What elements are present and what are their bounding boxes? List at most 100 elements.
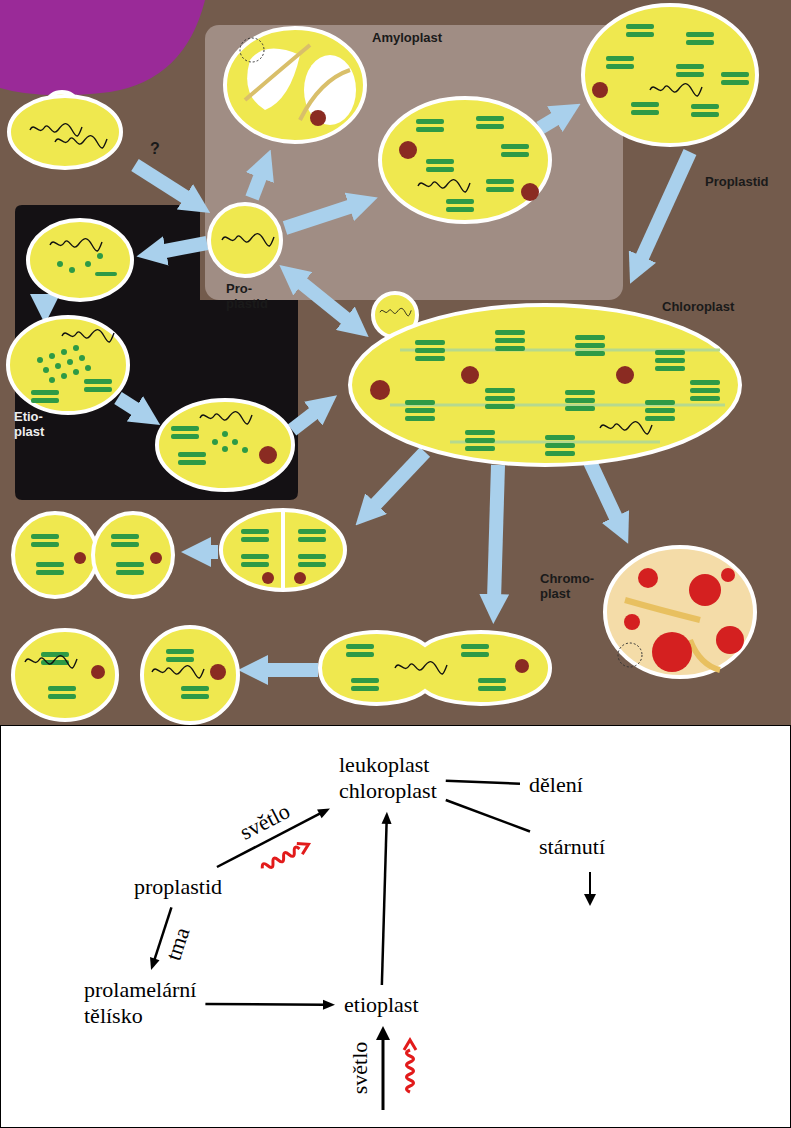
etioplast xyxy=(232,439,238,445)
dividing-plastid xyxy=(13,630,117,720)
proplastid xyxy=(209,204,281,276)
chromoplast xyxy=(618,643,642,667)
flow-arrow xyxy=(590,462,618,522)
etioplast xyxy=(97,253,103,259)
arrow-head xyxy=(323,1000,335,1010)
chromoplast xyxy=(716,626,744,654)
budding-plastid xyxy=(55,136,107,148)
chloroplast xyxy=(655,350,685,371)
developing-plastid xyxy=(418,180,470,192)
flow-arrow xyxy=(118,398,140,412)
etioplast xyxy=(242,447,248,453)
developing-plastid xyxy=(446,199,474,212)
chloroplast xyxy=(380,308,411,315)
developing-plastid xyxy=(380,98,550,222)
young-chloroplast xyxy=(592,82,608,98)
dividing-plastid xyxy=(31,534,59,547)
chloroplast xyxy=(370,380,390,400)
dividing-plastid xyxy=(150,552,162,564)
ageing-arrow xyxy=(584,872,596,906)
etioplast xyxy=(50,239,102,251)
dividing-plastid xyxy=(111,534,139,547)
etioplast xyxy=(28,220,132,300)
dividing-plastid xyxy=(281,512,285,588)
etioplast xyxy=(8,317,128,413)
young-chloroplast xyxy=(721,72,749,85)
dividing-plastid xyxy=(478,678,506,691)
young-chloroplast xyxy=(606,56,634,69)
plastid-term: prolamelární tělísko xyxy=(80,975,200,1032)
etioplast xyxy=(222,431,228,437)
chloroplast xyxy=(465,430,495,451)
etioplast xyxy=(85,261,91,267)
etioplast xyxy=(157,400,293,490)
etioplast xyxy=(85,365,91,371)
chloroplast xyxy=(390,350,725,442)
ageing-arrow xyxy=(589,872,591,896)
scheme-frame xyxy=(1,726,791,1128)
chloroplast xyxy=(405,400,435,421)
flow-arrow xyxy=(252,172,262,198)
young-chloroplast xyxy=(686,32,714,45)
plastid-term: etioplast xyxy=(340,990,423,1020)
chloroplast xyxy=(350,305,740,465)
chloroplast xyxy=(545,435,575,456)
term-text: prolamelární tělísko xyxy=(84,977,196,1030)
arrow-head xyxy=(317,808,330,818)
budding-plastid xyxy=(9,92,121,168)
chromoplast xyxy=(638,568,658,588)
developing-plastid xyxy=(521,183,539,201)
connector-line xyxy=(446,800,530,831)
light-squiggle xyxy=(404,1040,416,1092)
etioplast xyxy=(178,452,206,465)
etioplast xyxy=(62,330,114,342)
plastid-term: leukoplastchloroplast xyxy=(335,750,441,807)
chloroplast xyxy=(575,335,605,356)
ageing-arrow xyxy=(584,894,596,906)
flow-arrow xyxy=(285,205,355,228)
etioplast xyxy=(212,439,218,445)
dividing-plastid xyxy=(395,662,447,674)
dividing-plastid xyxy=(142,627,238,723)
dividing-plastid xyxy=(298,529,326,542)
connector xyxy=(205,1000,335,1010)
light-squiggle xyxy=(407,1050,414,1092)
flow-arrow xyxy=(160,243,207,252)
plastid-term: stárnutí xyxy=(535,832,609,862)
etioplast xyxy=(37,357,43,363)
dividing-plastid xyxy=(221,510,345,590)
dividing-plastid xyxy=(346,644,374,657)
light-label: světlo xyxy=(347,1040,372,1097)
dividing-plastid xyxy=(91,665,105,679)
connector-line xyxy=(446,781,520,784)
chloroplast xyxy=(645,400,675,421)
dividing-plastid xyxy=(25,656,77,668)
developing-plastid xyxy=(426,159,454,172)
dividing-plastid xyxy=(210,664,226,680)
etioplast xyxy=(55,363,61,369)
etioplast xyxy=(61,373,67,379)
amyloplast xyxy=(310,110,326,126)
background xyxy=(205,25,623,300)
question-mark: ? xyxy=(150,140,160,158)
arrow-head xyxy=(150,957,160,970)
amyloplast xyxy=(245,45,350,120)
light-squiggle xyxy=(404,1040,416,1050)
flow-arrow xyxy=(292,410,318,430)
chloroplast xyxy=(565,390,595,411)
term-text: leukoplast xyxy=(339,752,437,778)
background xyxy=(0,0,791,725)
etioplast xyxy=(43,367,49,373)
light-squiggle xyxy=(261,846,302,872)
term-text: etioplast xyxy=(344,992,419,1018)
dividing-plastid xyxy=(48,686,76,699)
etioplast xyxy=(73,345,79,351)
plastid-label: Etio- plast xyxy=(14,410,44,440)
light-squiggle xyxy=(297,839,311,854)
chloroplast xyxy=(600,422,652,434)
term-text: chloroplast xyxy=(339,778,437,804)
dividing-plastid xyxy=(241,529,269,542)
